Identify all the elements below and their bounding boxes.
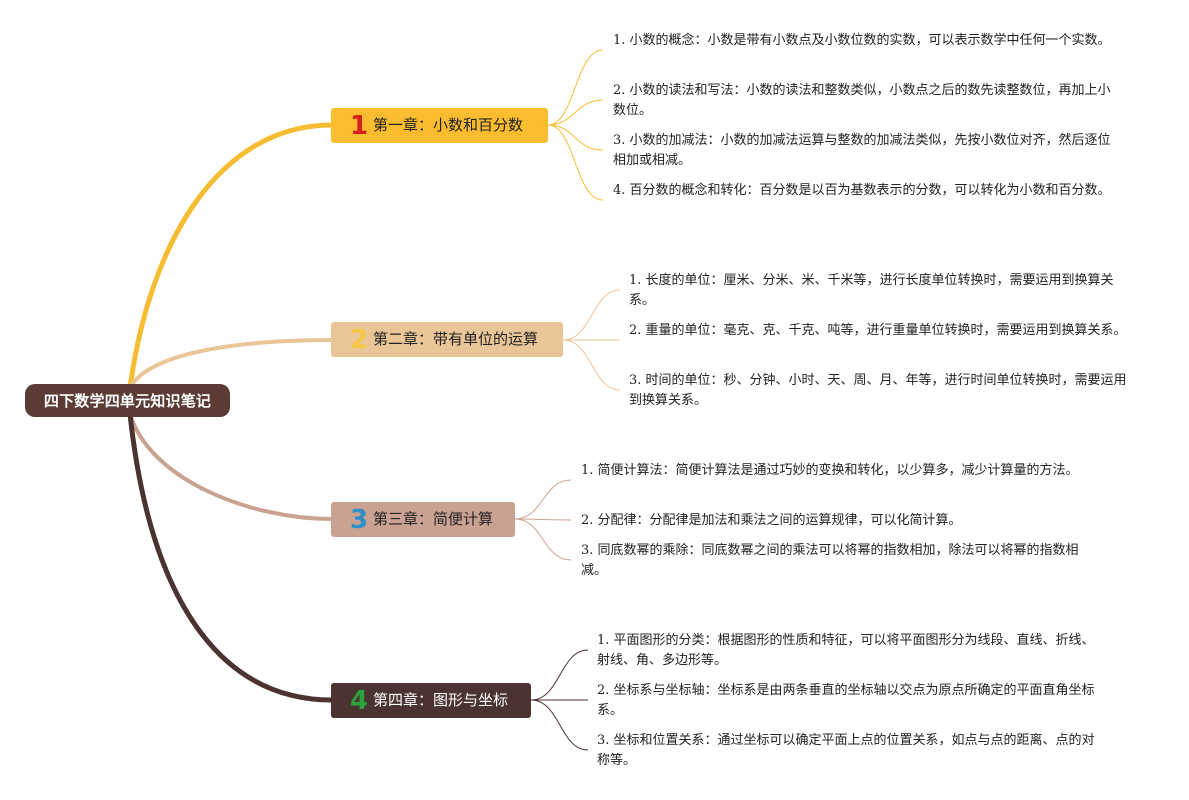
leaf-line-3-1 xyxy=(514,479,572,520)
leaf-2-3: 3. 时间的单位：秒、分钟、小时、天、周、月、年等，进行时间单位转换时，需要运用… xyxy=(629,373,1127,408)
leaf-line-4-3 xyxy=(530,699,589,751)
leaf-2-1: 1. 长度的单位：厘米、分米、米、千米等，进行长度单位转换时，需要运用到换算关系… xyxy=(629,273,1114,308)
leaf-3-3: 3. 同底数幂的乘除：同底数幂之间的乘法可以将幂的指数相加，除法可以将幂的指数相… xyxy=(581,543,1079,578)
leaf-line-1-2 xyxy=(547,99,604,126)
leaf-1-2: 2. 小数的读法和写法：小数的读法和整数类似，小数点之后的数先读整数位，再加上小… xyxy=(613,83,1111,118)
chapter-node-2[interactable]: 2 第二章：带有单位的运算 xyxy=(331,322,563,357)
leaf-4-3: 3. 坐标和位置关系：通过坐标可以确定平面上点的位置关系，如点与点的距离、点的对… xyxy=(597,733,1095,768)
chapter-node-4[interactable]: 4 第四章：图形与坐标 xyxy=(331,683,531,718)
leaf-3-2: 2. 分配律：分配律是加法和乘法之间的运算规律，可以化简计算。 xyxy=(581,513,962,528)
leaf-1-3: 3. 小数的加减法：小数的加减法运算与整数的加减法类似，先按小数位对齐，然后逐位… xyxy=(613,133,1111,168)
leaf-line-2-3 xyxy=(562,339,621,391)
branch-line-2 xyxy=(128,338,334,390)
leaf-4-2: 2. 坐标系与坐标轴：坐标系是由两条垂直的坐标轴以交点为原点所确定的平面直角坐标… xyxy=(597,683,1095,718)
leaf-line-1-4 xyxy=(547,124,604,201)
branch-line-4 xyxy=(127,411,335,703)
chapter-title-1: 第一章：小数和百分数 xyxy=(373,116,524,134)
leaf-line-2-1 xyxy=(562,289,621,341)
chapter-number-2: 2 xyxy=(349,324,369,355)
chapter-title-3: 第三章：简便计算 xyxy=(373,510,494,528)
leaf-line-1-3 xyxy=(547,124,604,151)
leaf-line-3-2 xyxy=(514,518,572,521)
branch-line-1 xyxy=(127,122,335,391)
chapter-title-2: 第二章：带有单位的运算 xyxy=(373,330,539,348)
root-node[interactable]: 四下数学四单元知识笔记 xyxy=(25,384,230,417)
chapter-number-4: 4 xyxy=(349,685,369,716)
leaf-2-2: 2. 重量的单位：毫克、克、千克、吨等，进行重量单位转换时，需要运用到换算关系。 xyxy=(629,323,1127,338)
chapter-number-1: 1 xyxy=(349,110,369,141)
leaf-line-4-1 xyxy=(530,649,589,701)
leaf-4-1: 1. 平面图形的分类：根据图形的性质和特征，可以将平面图形分为线段、直线、折线、… xyxy=(597,633,1095,668)
leaf-1-4: 4. 百分数的概念和转化：百分数是以百为基数表示的分数，可以转化为小数和百分数。 xyxy=(613,183,1111,198)
root-title: 四下数学四单元知识笔记 xyxy=(43,392,212,410)
chapter-title-4: 第四章：图形与坐标 xyxy=(373,691,509,709)
chapter-number-3: 3 xyxy=(349,504,369,535)
branch-line-3 xyxy=(128,412,334,521)
chapter-node-1[interactable]: 1 第一章：小数和百分数 xyxy=(331,108,548,143)
leaf-1-1: 1. 小数的概念：小数是带有小数点及小数位数的实数，可以表示数学中任何一个实数。 xyxy=(613,33,1111,48)
leaf-3-1: 1. 简便计算法：简便计算法是通过巧妙的变换和转化，以少算多，减少计算量的方法。 xyxy=(581,463,1079,478)
chapter-node-3[interactable]: 3 第三章：简便计算 xyxy=(331,502,515,537)
leaf-line-3-3 xyxy=(514,518,572,561)
leaf-line-1-1 xyxy=(547,49,604,126)
